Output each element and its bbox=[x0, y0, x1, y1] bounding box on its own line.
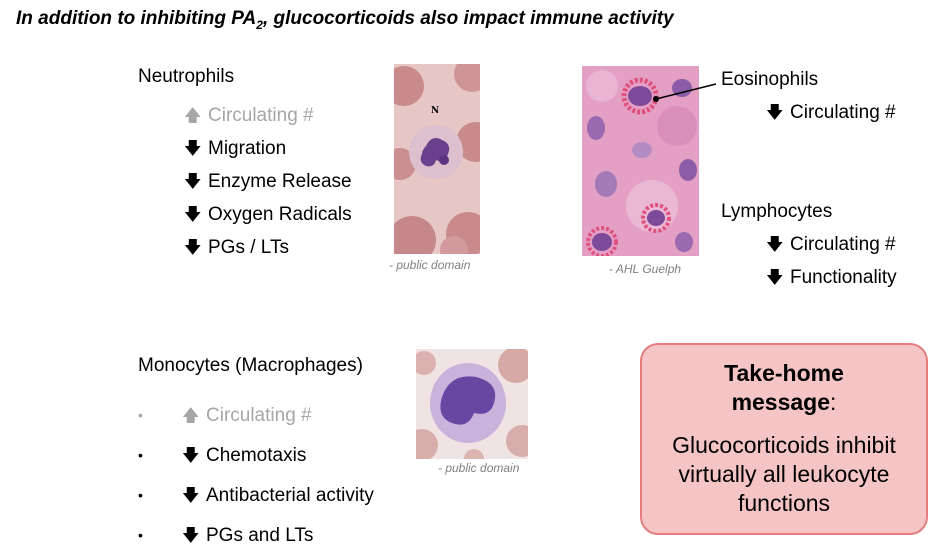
eosinophils-item: 🡇 Circulating # bbox=[766, 102, 896, 122]
takehome-body: Glucocorticoids inhibit virtually all le… bbox=[642, 431, 926, 518]
item-label: Antibacterial activity bbox=[206, 484, 374, 506]
neutrophils-item: 🡇 Oxygen Radicals bbox=[184, 198, 352, 231]
lymphocytes-item: 🡇 Functionality bbox=[766, 267, 897, 287]
slide-title: In addition to inhibiting PA2, glucocort… bbox=[16, 8, 674, 32]
down-arrow-icon: 🡇 bbox=[184, 238, 202, 257]
lymphocytes-item: 🡇 Circulating # bbox=[766, 234, 896, 254]
title-text-end: , glucocorticoids also impact immune act… bbox=[262, 8, 674, 29]
neutrophils-item: 🡇 Migration bbox=[184, 132, 352, 165]
item-label: Enzyme Release bbox=[208, 171, 352, 192]
item-label: Circulating # bbox=[790, 101, 896, 123]
down-arrow-icon: 🡇 bbox=[766, 234, 784, 254]
takehome-body-line: functions bbox=[737, 490, 831, 516]
title-subscript: 2 bbox=[256, 17, 263, 32]
down-arrow-icon: 🡇 bbox=[766, 267, 784, 287]
monocytes-heading: Monocytes (Macrophages) bbox=[138, 355, 363, 376]
neutrophil-micrograph: N bbox=[394, 64, 480, 254]
eosinophils-heading: Eosinophils bbox=[721, 69, 819, 90]
down-arrow-icon: 🡇 bbox=[182, 445, 200, 465]
item-label: PGs and LTs bbox=[206, 524, 314, 546]
monocytes-list: • 🡅 Circulating # • 🡇 Chemotaxis • 🡇 Antibacte… bbox=[138, 395, 374, 555]
neutrophils-heading: Neutrophils bbox=[138, 66, 235, 87]
lymphocytes-heading: Lymphocytes bbox=[721, 201, 833, 222]
item-label: Migration bbox=[208, 138, 287, 159]
item-label: Oxygen Radicals bbox=[208, 204, 352, 225]
down-arrow-icon: 🡇 bbox=[184, 172, 202, 191]
up-arrow-icon: 🡅 bbox=[184, 106, 202, 125]
item-label: Functionality bbox=[790, 266, 897, 288]
title-text: In addition to inhibiting PA bbox=[16, 8, 257, 29]
monocytes-item: • 🡇 Antibacterial activity bbox=[138, 475, 374, 515]
takehome-body-line: Glucocorticoids inhibit bbox=[672, 432, 896, 458]
down-arrow-icon: 🡇 bbox=[182, 485, 200, 505]
monocytes-item: • 🡇 PGs and LTs bbox=[138, 515, 374, 555]
neutrophil-caption: - public domain bbox=[389, 258, 471, 272]
takehome-colon: : bbox=[830, 389, 837, 415]
eosinophil-caption: - AHL Guelph bbox=[609, 262, 682, 276]
item-label: Circulating # bbox=[208, 105, 314, 126]
bullet-icon: • bbox=[138, 407, 143, 423]
item-label: Circulating # bbox=[790, 233, 896, 255]
neutrophils-item: 🡇 PGs / LTs bbox=[184, 231, 352, 264]
down-arrow-icon: 🡇 bbox=[766, 102, 784, 122]
image-letter-label: N bbox=[431, 106, 440, 116]
monocyte-micrograph bbox=[416, 349, 528, 459]
takehome-body-line: virtually all leukocyte bbox=[678, 461, 890, 487]
takehome-heading-line2: message bbox=[731, 389, 831, 415]
bullet-icon: • bbox=[138, 527, 143, 543]
neutrophils-item: 🡇 Enzyme Release bbox=[184, 165, 352, 198]
takehome-heading: Take-home message: bbox=[642, 359, 926, 417]
neutrophils-list: 🡅 Circulating # 🡇 Migration 🡇 Enzyme Releas… bbox=[184, 99, 352, 264]
item-label: Circulating # bbox=[206, 404, 312, 426]
down-arrow-icon: 🡇 bbox=[182, 525, 200, 545]
eosinophil-pointer-line bbox=[653, 83, 717, 102]
monocytes-item: • 🡇 Chemotaxis bbox=[138, 435, 374, 475]
neutrophils-item: 🡅 Circulating # bbox=[184, 99, 352, 132]
takehome-heading-line1: Take-home bbox=[724, 360, 844, 386]
bullet-icon: • bbox=[138, 487, 143, 503]
takehome-box: Take-home message: Glucocorticoids inhib… bbox=[640, 343, 928, 535]
up-arrow-icon: 🡅 bbox=[182, 405, 200, 425]
down-arrow-icon: 🡇 bbox=[184, 205, 202, 224]
item-label: Chemotaxis bbox=[206, 444, 307, 466]
bullet-icon: • bbox=[138, 447, 143, 463]
monocytes-item: • 🡅 Circulating # bbox=[138, 395, 374, 435]
item-label: PGs / LTs bbox=[208, 237, 289, 258]
monocyte-caption: - public domain bbox=[438, 461, 520, 475]
down-arrow-icon: 🡇 bbox=[184, 139, 202, 158]
